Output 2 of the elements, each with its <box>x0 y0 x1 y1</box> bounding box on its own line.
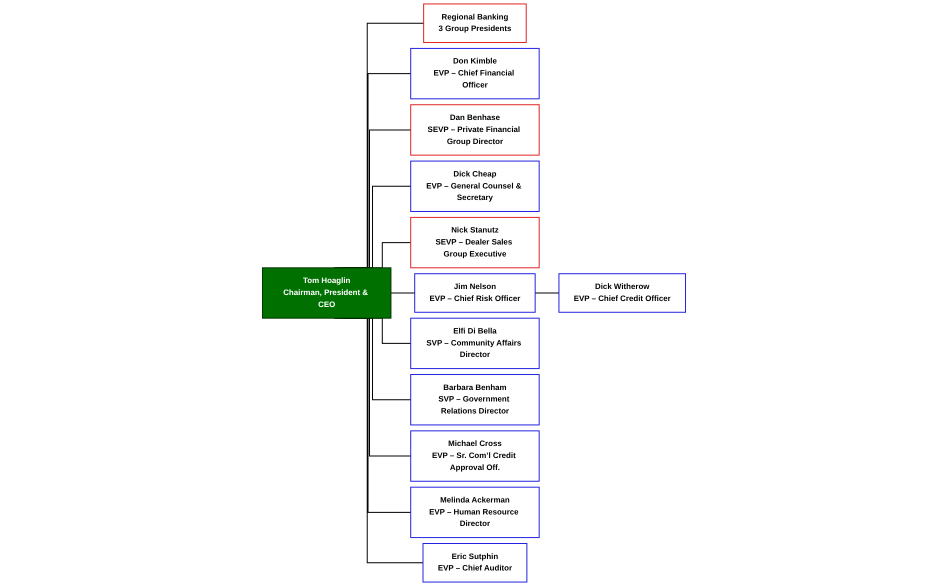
connector <box>534 292 560 294</box>
connector <box>390 292 416 294</box>
